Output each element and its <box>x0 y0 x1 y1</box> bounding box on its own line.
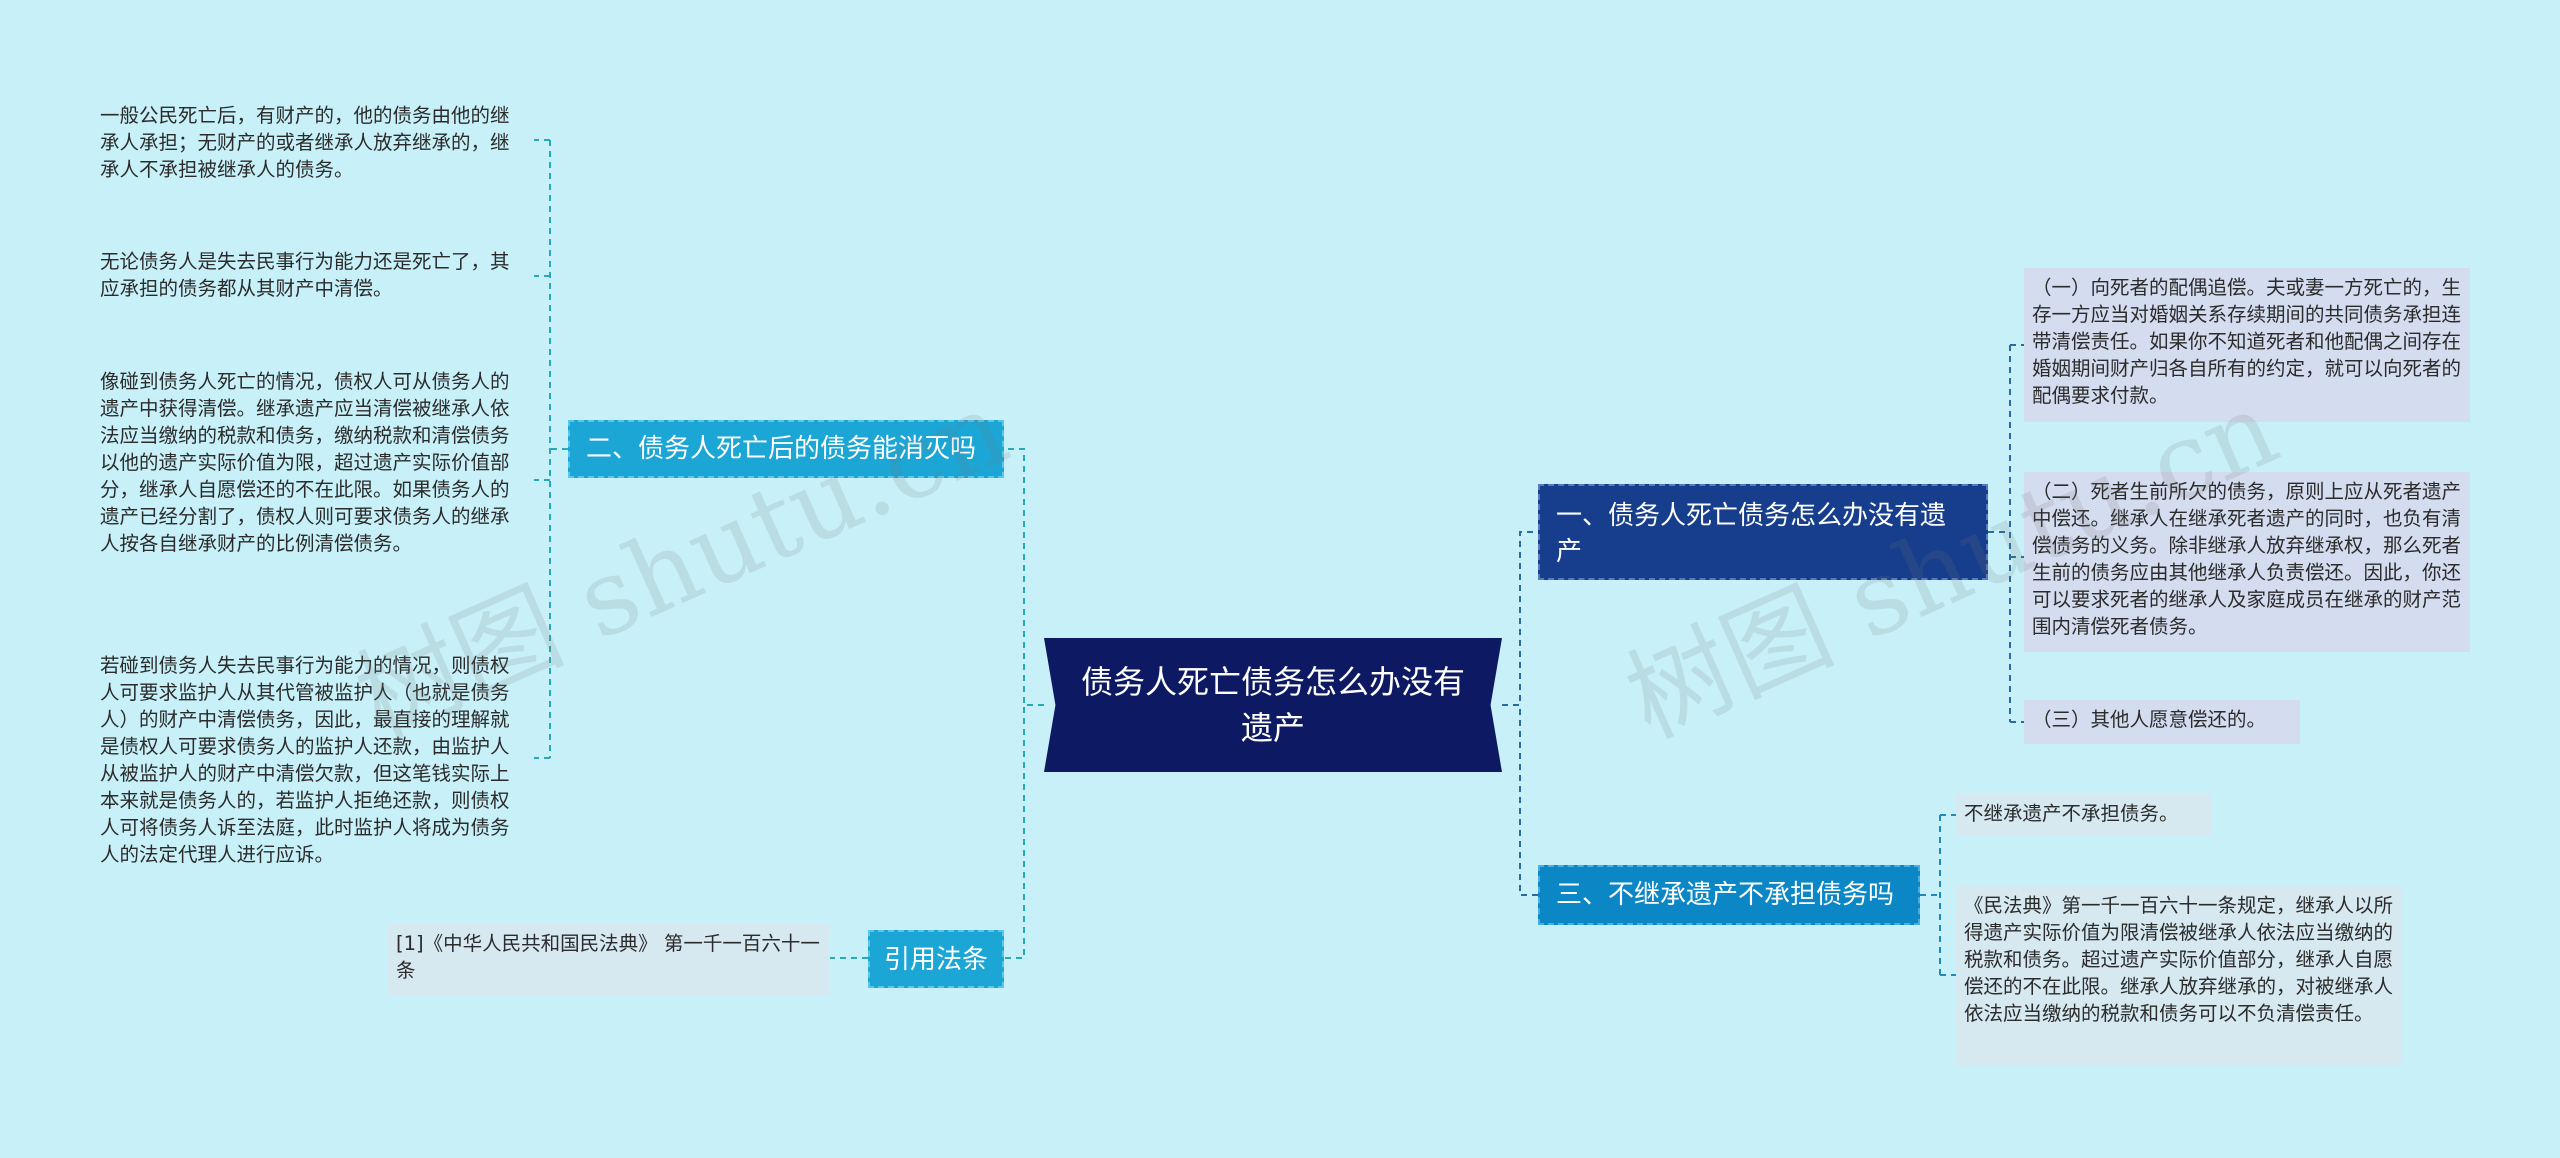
leaf-b2-2-text: 无论债务人是失去民事行为能力还是死亡了，其应承担的债务都从其财产中清偿。 <box>100 250 510 300</box>
leaf-b2-heir-bears-debt[interactable]: 一般公民死亡后，有财产的，他的债务由他的继承人承担；无财产的或者继承人放弃继承的… <box>100 102 528 183</box>
leaf-b2-incapacity-case[interactable]: 若碰到债务人失去民事行为能力的情况，则债权人可要求监护人从其代管被监护人（也就是… <box>100 652 528 868</box>
leaf-b2-paid-from-property[interactable]: 无论债务人是失去民事行为能力还是死亡了，其应承担的债务都从其财产中清偿。 <box>100 248 528 302</box>
branch-2-debt-extinguished[interactable]: 二、债务人死亡后的债务能消灭吗 <box>568 420 1004 478</box>
leaf-b1-3-text: （三）其他人愿意偿还的。 <box>2032 708 2267 731</box>
connector-b2-leaves <box>534 139 568 759</box>
branch-3-no-inheritance-no-debt[interactable]: 三、不继承遗产不承担债务吗 <box>1538 865 1920 925</box>
connector-central-b3 <box>1502 704 1538 896</box>
leaf-b1-estate-repayment[interactable]: （二）死者生前所欠的债务，原则上应从死者遗产中偿还。继承人在继承死者遗产的同时，… <box>2024 472 2470 652</box>
branch-3-label: 三、不继承遗产不承担债务吗 <box>1556 880 1895 910</box>
leaf-b2-4-text: 若碰到债务人失去民事行为能力的情况，则债权人可要求监护人从其代管被监护人（也就是… <box>100 654 510 866</box>
leaf-b2-1-text: 一般公民死亡后，有财产的，他的债务由他的继承人承担；无财产的或者继承人放弃继承的… <box>100 104 510 181</box>
leaf-b1-1-text: （一）向死者的配偶追偿。夫或妻一方死亡的，生存一方应当对婚姻关系存续期间的共同债… <box>2032 276 2462 407</box>
branch-1-label: 一、债务人死亡债务怎么办没有遗产 <box>1556 501 1947 567</box>
connector-b3-leaves <box>1920 814 1956 976</box>
leaf-b3-civil-code-article[interactable]: 《民法典》第一千一百六十一条规定，继承人以所得遗产实际价值为限清偿被继承人依法应… <box>1956 886 2402 1066</box>
connector-central-b4 <box>1004 704 1044 959</box>
connector-central-b1 <box>1502 531 1538 706</box>
leaf-b1-others-willing[interactable]: （三）其他人愿意偿还的。 <box>2024 700 2300 744</box>
leaf-b4-1-text: [1]《中华人民共和国民法典》 第一千一百六十一条 <box>396 932 820 982</box>
branch-4-cited-law[interactable]: 引用法条 <box>868 930 1004 988</box>
leaf-b2-debtor-death-case[interactable]: 像碰到债务人死亡的情况，债权人可从债务人的遗产中获得清偿。继承遗产应当清偿被继承… <box>100 368 528 557</box>
leaf-b1-spouse-recourse[interactable]: （一）向死者的配偶追偿。夫或妻一方死亡的，生存一方应当对婚姻关系存续期间的共同债… <box>2024 268 2470 422</box>
leaf-b2-3-text: 像碰到债务人死亡的情况，债权人可从债务人的遗产中获得清偿。继承遗产应当清偿被继承… <box>100 370 510 555</box>
central-topic[interactable]: 债务人死亡债务怎么办没有遗产 <box>1044 638 1502 772</box>
leaf-b3-2-text: 《民法典》第一千一百六十一条规定，继承人以所得遗产实际价值为限清偿被继承人依法应… <box>1964 894 2394 1025</box>
branch-4-label: 引用法条 <box>884 945 989 975</box>
connector-central-b2 <box>1004 448 1044 706</box>
leaf-b1-2-text: （二）死者生前所欠的债务，原则上应从死者遗产中偿还。继承人在继承死者遗产的同时，… <box>2032 480 2462 638</box>
leaf-b3-1-text: 不继承遗产不承担债务。 <box>1964 802 2179 825</box>
connector-b1-leaves <box>1988 344 2024 723</box>
branch-1-debtor-death-no-estate[interactable]: 一、债务人死亡债务怎么办没有遗产 <box>1538 484 1988 580</box>
branch-2-label: 二、债务人死亡后的债务能消灭吗 <box>586 434 977 464</box>
leaf-b4-civil-code-reference[interactable]: [1]《中华人民共和国民法典》 第一千一百六十一条 <box>388 924 830 996</box>
central-topic-text: 债务人死亡债务怎么办没有遗产 <box>1080 663 1465 747</box>
leaf-b3-no-inheritance[interactable]: 不继承遗产不承担债务。 <box>1956 794 2212 836</box>
